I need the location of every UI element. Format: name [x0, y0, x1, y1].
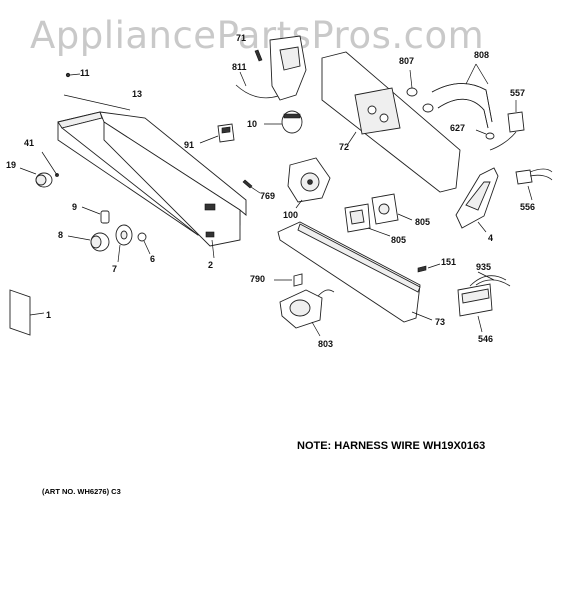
callout-769: 769 [260, 191, 276, 201]
callout-41: 41 [24, 138, 35, 148]
part-72-back-panel [321, 51, 461, 193]
part-10-pressure-switch [264, 110, 303, 134]
callout-790: 790 [250, 274, 266, 284]
part-4-side-bracket [455, 167, 499, 233]
part-100-timer [287, 157, 331, 209]
callout-10: 10 [247, 119, 258, 129]
part-8-knob [67, 232, 110, 252]
watermark: AppliancePartsPros.com [30, 14, 485, 57]
part-91-switch [199, 123, 235, 144]
part-19-knob [19, 151, 59, 188]
part-11-screw [65, 72, 81, 78]
callout-72: 72 [339, 142, 350, 152]
callout-13: 13 [132, 89, 143, 99]
part-1-literature [9, 289, 45, 336]
part-mounting-bracket [269, 35, 307, 101]
callout-805-lower: 805 [391, 235, 407, 245]
callout-6: 6 [150, 254, 156, 264]
part-556-sensor [515, 168, 553, 201]
callout-2: 2 [208, 260, 214, 270]
callout-8: 8 [58, 230, 64, 240]
part-803-pump [279, 289, 335, 337]
part-808-hoses [431, 63, 493, 129]
callout-71: 71 [236, 33, 247, 43]
callout-807: 807 [399, 56, 415, 66]
callout-11: 11 [80, 68, 90, 78]
part-769-screw [242, 179, 261, 194]
callout-4: 4 [488, 233, 494, 243]
part-73-lower-bracket [277, 221, 433, 323]
callout-9: 9 [72, 202, 78, 212]
callout-808: 808 [474, 50, 490, 60]
callout-627: 627 [450, 123, 466, 133]
callout-811: 811 [232, 62, 247, 72]
callout-556: 556 [520, 202, 536, 212]
art-number: (ART NO. WH6276) C3 [42, 487, 121, 496]
harness-note: NOTE: HARNESS WIRE WH19X0163 [297, 440, 486, 452]
callout-557: 557 [510, 88, 526, 98]
callout-91: 91 [184, 140, 195, 150]
part-807-fittings [406, 69, 434, 113]
part-9-button [81, 206, 110, 224]
callout-935: 935 [476, 262, 492, 272]
part-557-switch [489, 100, 525, 151]
callout-546: 546 [478, 334, 494, 344]
part-2-console-frame [99, 111, 247, 259]
part-71-screw [254, 49, 263, 62]
callout-805-upper: 805 [415, 217, 431, 227]
callout-100: 100 [283, 210, 299, 220]
part-805-valves [344, 193, 413, 237]
callout-151: 151 [441, 257, 457, 267]
callout-7: 7 [112, 264, 118, 274]
part-935-connector [477, 271, 495, 281]
part-546-harness [457, 275, 511, 333]
part-7-dial [115, 224, 133, 263]
part-627-nut [475, 129, 495, 140]
part-811-hose [235, 71, 279, 99]
callout-19: 19 [6, 160, 17, 170]
part-151-screw [417, 263, 441, 273]
part-6-bushing [137, 232, 151, 255]
callout-73: 73 [435, 317, 446, 327]
callout-1: 1 [46, 310, 52, 320]
part-790-clip [274, 273, 303, 287]
callout-803: 803 [318, 339, 334, 349]
